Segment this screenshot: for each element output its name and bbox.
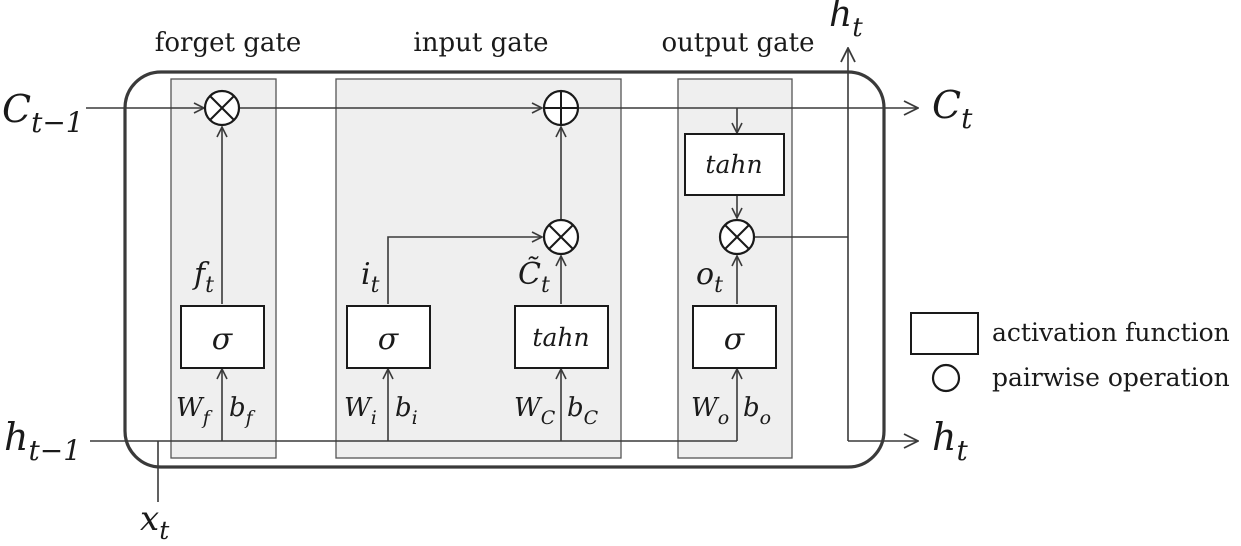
output-gate-title: output gate bbox=[662, 28, 815, 58]
input-i-weight-label: Wi bbox=[344, 393, 377, 429]
forget-gate-panel bbox=[170, 78, 277, 459]
cell-add-icon bbox=[542, 89, 580, 127]
c-prev-label: Ct−1 bbox=[2, 87, 84, 139]
forget-multiply-icon bbox=[203, 89, 241, 127]
legend-activation-swatch bbox=[910, 312, 979, 355]
output-tahn-label: tahn bbox=[705, 150, 762, 179]
c-tilde-label: C̃t bbox=[518, 257, 550, 298]
legend-activation-label: activation function bbox=[992, 318, 1230, 347]
output-sigma-label: σ bbox=[724, 322, 746, 357]
h-top-label: ht bbox=[829, 0, 863, 43]
legend-pairwise-icon bbox=[931, 363, 961, 393]
h-next-label: ht bbox=[932, 415, 968, 467]
forget-sigma-box bbox=[180, 305, 265, 369]
i-label: it bbox=[361, 257, 380, 298]
output-sigma-box bbox=[692, 305, 777, 369]
input-tanh-label: tahn bbox=[532, 323, 589, 352]
forget-gate-title: forget gate bbox=[155, 28, 301, 58]
output-bias-label: bo bbox=[743, 393, 771, 429]
output-tahn-box bbox=[684, 133, 785, 196]
forget-weight-label: Wf bbox=[176, 393, 213, 429]
input-c-bias-label: bC bbox=[567, 393, 599, 429]
input-i-out-arrow bbox=[387, 237, 542, 304]
x-input-label: xt bbox=[140, 499, 170, 545]
h-prev-label: ht−1 bbox=[4, 415, 81, 467]
input-c-weight-label: WC bbox=[514, 393, 556, 429]
input-tanh-box bbox=[514, 305, 609, 369]
input-sigma-label: σ bbox=[378, 322, 400, 357]
input-multiply-icon bbox=[542, 218, 580, 256]
o-label: ot bbox=[696, 257, 723, 298]
legend-pairwise-label: pairwise operation bbox=[992, 363, 1230, 392]
output-weight-label: Wo bbox=[691, 393, 729, 429]
input-gate-panel bbox=[335, 78, 622, 459]
c-next-label: Ct bbox=[932, 83, 973, 135]
forget-bias-label: bf bbox=[229, 393, 256, 429]
input-i-bias-label: bi bbox=[395, 393, 418, 429]
forget-sigma-label: σ bbox=[212, 322, 234, 357]
input-gate-title: input gate bbox=[413, 28, 548, 58]
input-sigma-box bbox=[346, 305, 431, 369]
output-multiply-icon bbox=[718, 218, 756, 256]
lstm-cell-border bbox=[123, 70, 886, 469]
